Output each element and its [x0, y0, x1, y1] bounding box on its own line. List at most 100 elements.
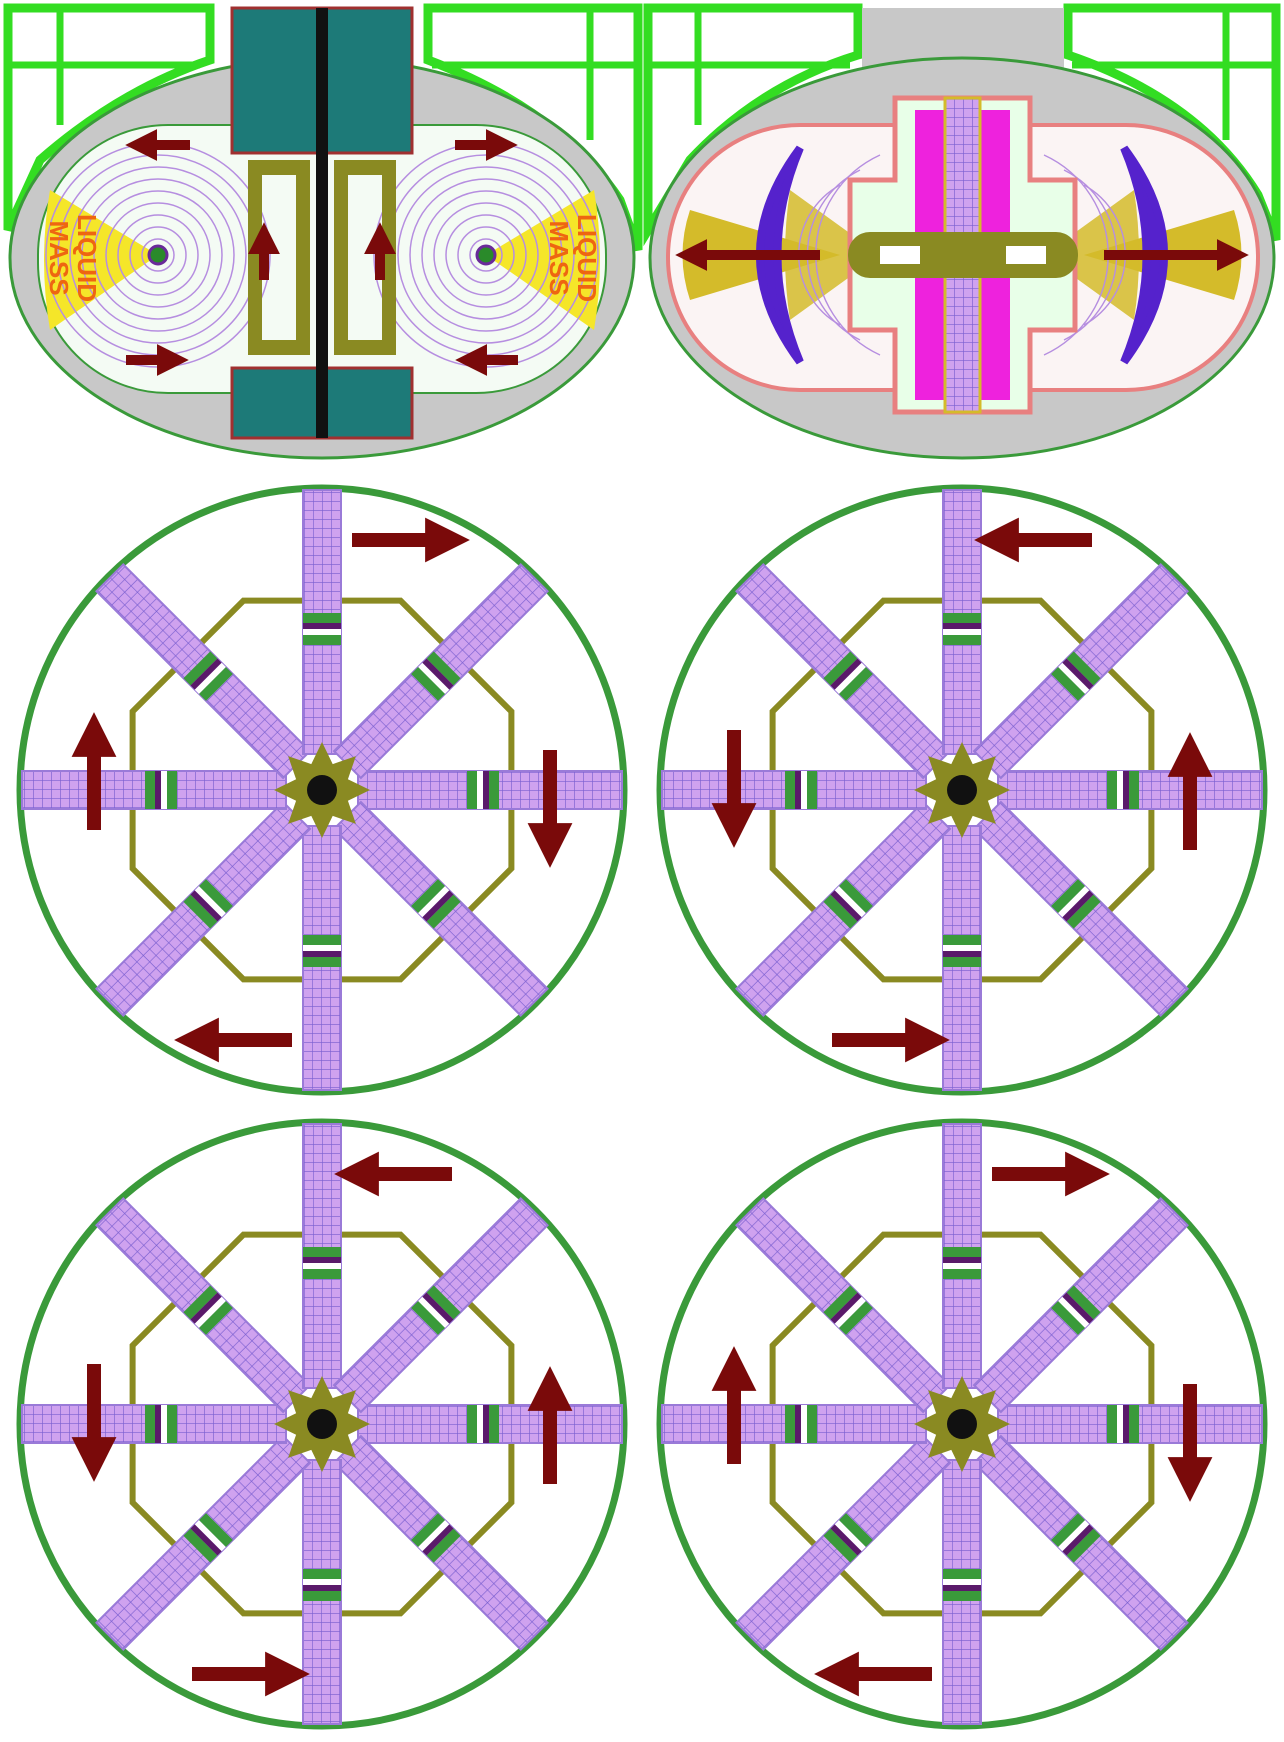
spoke-band — [303, 935, 341, 945]
spoke-band — [303, 1579, 341, 1585]
liquid-mass-left-region — [44, 190, 158, 330]
spoke-band — [1058, 886, 1090, 918]
spoke-band — [1062, 658, 1094, 690]
spoke — [302, 489, 342, 755]
spoke-band — [1129, 771, 1139, 809]
spoke-band — [823, 894, 858, 929]
spoke-band — [483, 1405, 489, 1443]
spoke-band — [1058, 1520, 1090, 1552]
spoke-band — [795, 771, 801, 809]
spoke-band — [489, 771, 499, 809]
spoke — [302, 1123, 342, 1389]
spoke-band — [943, 1257, 981, 1263]
top-left-vessel: LIQUID MASS LIQUID MASS — [3, 3, 643, 460]
spoke-band — [943, 1585, 981, 1591]
spoke-band — [483, 771, 489, 809]
spoke-band — [834, 1296, 866, 1328]
liquid-mass-right-region — [486, 190, 600, 330]
spoke-band — [198, 1300, 233, 1335]
spoke-band — [183, 1285, 218, 1320]
spoke-band — [303, 623, 341, 629]
spoke-band — [834, 662, 866, 694]
spoke-band — [467, 771, 477, 809]
rotor-slot-left — [880, 246, 920, 264]
spoke-band — [303, 1269, 341, 1279]
spoke-band — [303, 1247, 341, 1257]
spoke — [972, 563, 1189, 780]
octagon-frame — [129, 597, 515, 983]
spoke-band — [426, 1285, 461, 1320]
spoke-band — [943, 1569, 981, 1579]
spoke — [997, 770, 1263, 810]
spoke — [735, 1197, 952, 1414]
spoke-band — [418, 1296, 450, 1328]
spoke-band — [145, 771, 155, 809]
spoke-band — [467, 1405, 477, 1443]
flow-arrows-left — [125, 128, 518, 377]
spoke-band — [145, 1405, 155, 1443]
crescent-right — [1120, 145, 1168, 365]
spoke — [942, 489, 982, 755]
spoke — [972, 1434, 1189, 1651]
spoke-band — [1123, 771, 1129, 809]
spoke-band — [807, 771, 817, 809]
spoke-band — [477, 1405, 483, 1443]
spoke-band — [1066, 894, 1101, 929]
spoke-band — [1062, 1524, 1094, 1556]
hub-core — [307, 775, 337, 805]
spoke-band — [426, 894, 461, 929]
spoke-band — [194, 886, 226, 918]
spoke-band — [183, 651, 218, 686]
spoke-band — [155, 771, 161, 809]
spoke-band — [943, 945, 981, 951]
spoke-band — [190, 1292, 222, 1324]
spoke-band — [198, 666, 233, 701]
spoke-band — [1107, 1405, 1117, 1443]
spoke-band — [190, 890, 222, 922]
octagon-frame — [769, 597, 1155, 983]
spoke-band — [1117, 771, 1123, 809]
spoke-band — [422, 1524, 454, 1556]
spoke-band — [303, 957, 341, 967]
spoke-band — [198, 1513, 233, 1548]
spoke-band — [167, 1405, 177, 1443]
spoke — [942, 825, 982, 1091]
spoke-band — [943, 623, 981, 629]
spoke-band — [1129, 1405, 1139, 1443]
spoke-band — [1066, 1528, 1101, 1563]
spoke-band — [1123, 1405, 1129, 1443]
spoke — [21, 770, 287, 810]
spoke-band — [411, 1300, 446, 1335]
spoke-band — [785, 1405, 795, 1443]
spoke-band — [838, 879, 873, 914]
spoke-band — [943, 951, 981, 957]
hub-right — [475, 244, 497, 266]
spoke-band — [303, 1591, 341, 1601]
spoke-band — [1051, 666, 1086, 701]
rotor-slot-right — [1006, 246, 1046, 264]
spoke-band — [838, 1513, 873, 1548]
spoke-band — [830, 890, 862, 922]
spoke-band — [1066, 651, 1101, 686]
svg-text:LIQUID: LIQUID — [72, 214, 102, 302]
spoke-band — [943, 935, 981, 945]
svg-text:MASS: MASS — [44, 220, 74, 295]
spoke-band — [823, 1528, 858, 1563]
spoke — [942, 1123, 982, 1389]
spoke — [332, 1434, 549, 1651]
spoke — [95, 1197, 312, 1414]
spoke-band — [155, 1405, 161, 1443]
spoke-band — [795, 1405, 801, 1443]
spoke-band — [418, 886, 450, 918]
liquid-mass-label-left: LIQUID MASS — [44, 214, 102, 302]
spoke-band — [943, 1591, 981, 1601]
spoke-band — [194, 662, 226, 694]
wheel-1 — [16, 484, 628, 1096]
spoke-band — [161, 771, 167, 809]
spoke-band — [418, 662, 450, 694]
octagon-frame — [769, 1231, 1155, 1617]
spoke — [661, 1404, 927, 1444]
svg-text:LIQUID: LIQUID — [572, 214, 602, 302]
spoke-band — [830, 658, 862, 690]
